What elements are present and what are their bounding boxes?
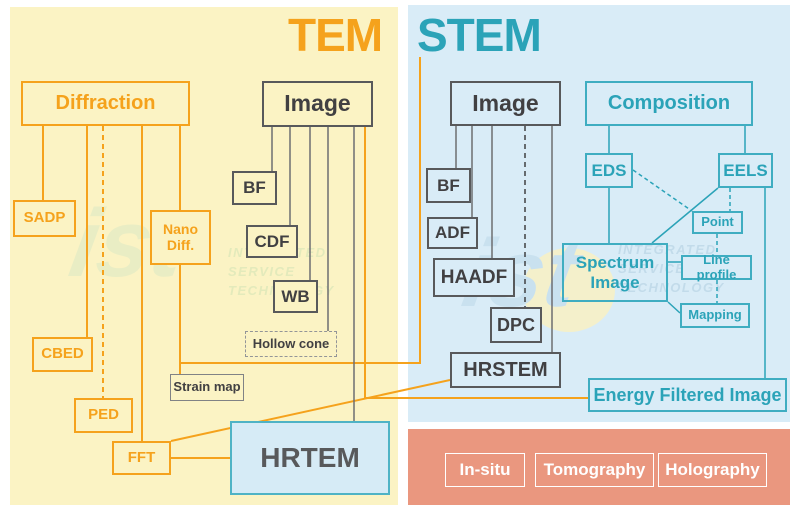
node-in-situ: In-situ	[445, 453, 525, 487]
stem-title: STEM	[417, 9, 542, 61]
node-point: Point	[692, 211, 743, 234]
node-hrstem: HRSTEM	[450, 352, 561, 388]
node-cbed: CBED	[32, 337, 93, 372]
node-sadp: SADP	[13, 200, 76, 237]
extra-modes-panel	[408, 429, 790, 505]
node-dpc: DPC	[490, 307, 542, 343]
node-spectrum-image: Spectrum Image	[562, 243, 668, 302]
node-image-tem: Image	[262, 81, 373, 127]
node-composition: Composition	[585, 81, 753, 126]
node-haadf: HAADF	[433, 258, 515, 297]
node-adf: ADF	[427, 217, 478, 249]
node-holography: Holography	[658, 453, 767, 487]
tem-title: TEM	[288, 9, 383, 61]
node-fft: FFT	[112, 441, 171, 475]
node-image-stem: Image	[450, 81, 561, 126]
node-mapping: Mapping	[680, 303, 750, 328]
node-hrtem: HRTEM	[230, 421, 390, 495]
node-eds: EDS	[585, 153, 633, 188]
node-strain-map: Strain map	[170, 374, 244, 401]
node-cdf: CDF	[246, 225, 298, 258]
node-diffraction: Diffraction	[21, 81, 190, 126]
node-line-profile: Line profile	[681, 252, 752, 281]
node-bf-stem: BF	[426, 168, 471, 203]
node-ped: PED	[74, 398, 133, 433]
node-energy-filtered-image: Energy Filtered Image	[588, 378, 787, 412]
node-hollow-cone: Hollow cone	[245, 331, 337, 357]
node-eels: EELS	[718, 153, 773, 188]
node-tomography: Tomography	[535, 453, 654, 487]
node-bf-tem: BF	[232, 171, 277, 205]
node-wb: WB	[273, 280, 318, 313]
node-nano-diff: Nano Diff.	[150, 210, 211, 265]
